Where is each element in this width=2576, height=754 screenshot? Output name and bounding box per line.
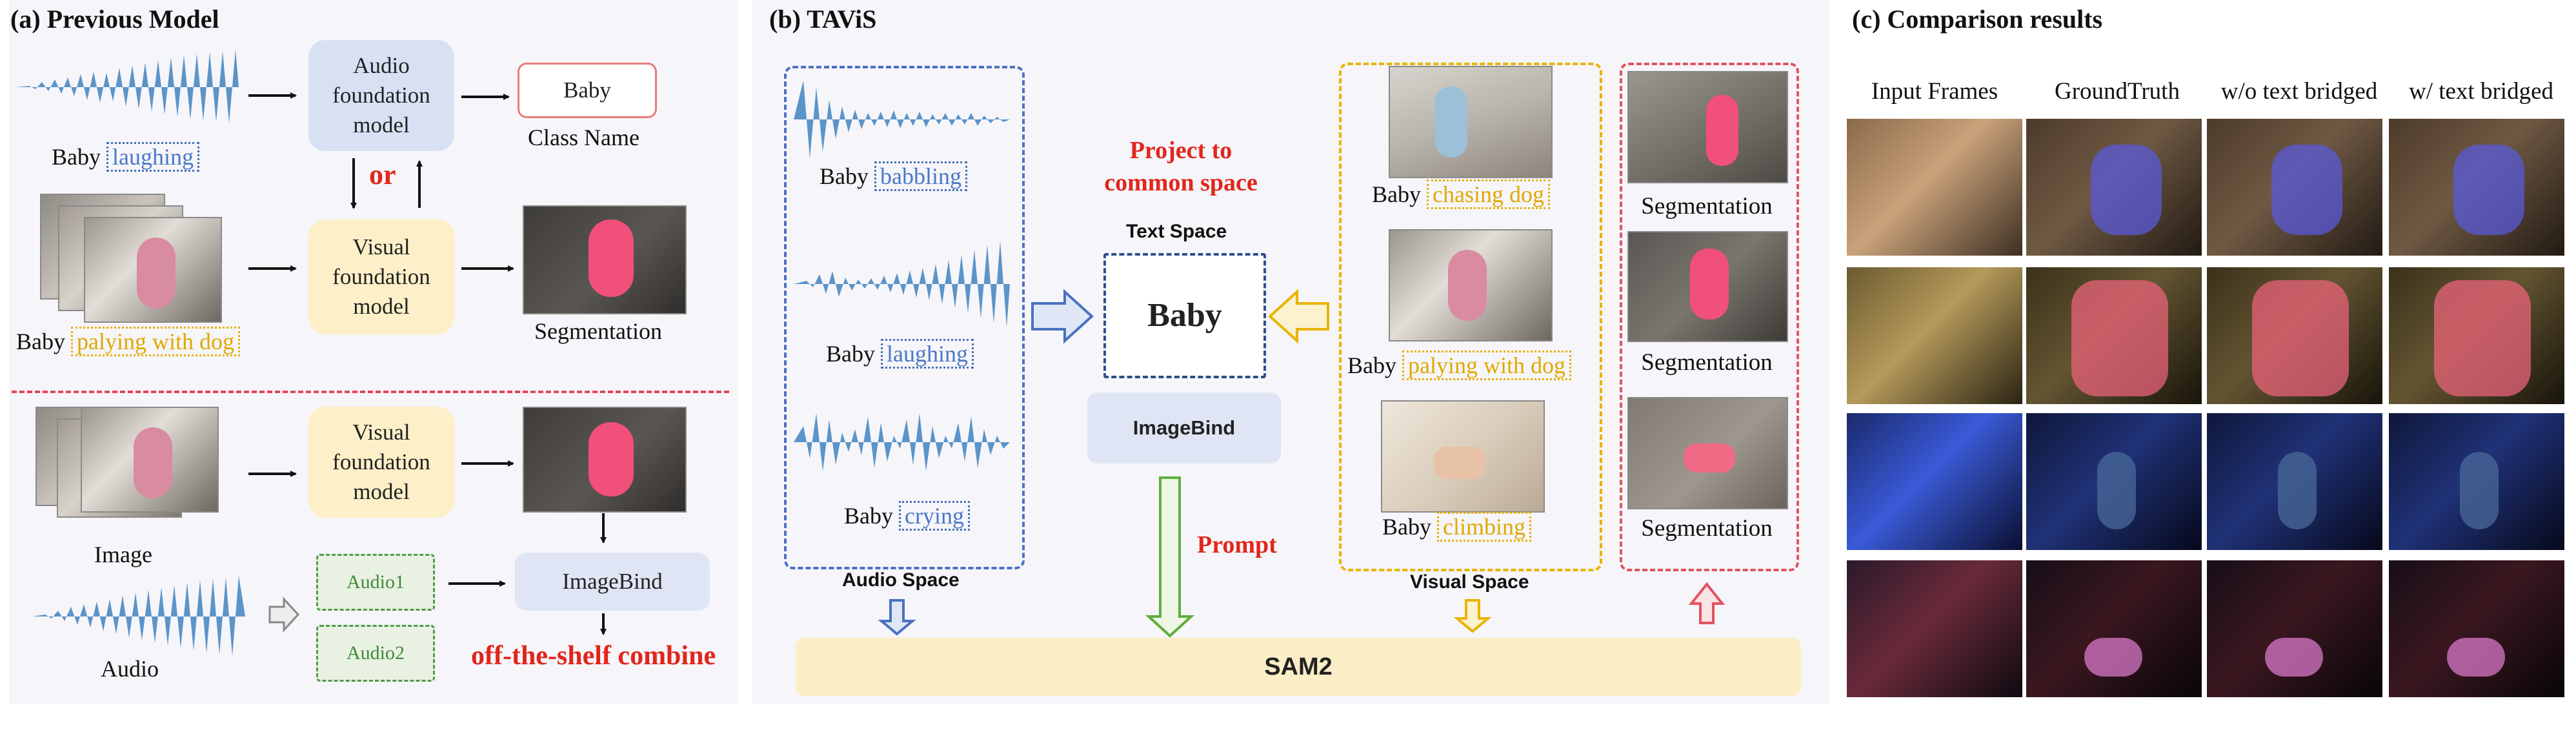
class-name-box: Baby	[518, 63, 657, 118]
audio2-box: Audio2	[316, 625, 435, 682]
segmentation-mask	[2091, 145, 2162, 235]
comparison-cell-r2-c1	[1847, 267, 2022, 404]
segmentation-mask	[2071, 280, 2168, 396]
sam2-box: SAM2	[796, 638, 1801, 696]
video-frame-front	[84, 217, 222, 323]
segmentation-mask	[2447, 638, 2505, 677]
comparison-cell-r4-c3	[2207, 560, 2382, 697]
segmentation-caption-top: Segmentation	[534, 318, 662, 344]
audio1-box: Audio1	[316, 554, 435, 611]
image-frame-front	[81, 407, 219, 513]
segmentation-mask	[2453, 145, 2524, 235]
visual-item-chasing: Baby chasing dog	[1372, 179, 1550, 209]
segmentation-mask	[2271, 145, 2342, 235]
col-header-input: Input Frames	[1871, 78, 1998, 105]
audio-item-babbling: Baby babbling	[820, 161, 967, 191]
panel-a-arrows	[248, 92, 607, 635]
seg-frame-2	[1627, 231, 1788, 342]
audio-item-laughing: Baby laughing	[826, 339, 974, 369]
visual-space-box	[1339, 63, 1602, 571]
audio-caption: Audio	[101, 656, 159, 682]
waveform-laughing-icon	[794, 241, 1010, 327]
audio-waveform-bottom-icon	[32, 576, 245, 656]
panel-a-divider	[12, 391, 729, 393]
col-header-groundtruth: GroundTruth	[2055, 78, 2180, 105]
visual-frame-chasing	[1389, 66, 1553, 178]
segmentation-mask	[2252, 280, 2349, 396]
audio-space-label: Audio Space	[842, 569, 960, 591]
project-label: Project to common space	[1104, 137, 1258, 196]
waveform-crying-icon	[794, 413, 1010, 471]
audio-space-box	[784, 66, 1025, 569]
waveform-babbling-icon	[794, 81, 1010, 158]
col-header-with: w/ text bridged	[2408, 78, 2553, 105]
off-the-shelf-label: off-the-shelf combine	[471, 641, 716, 671]
col-header-without: w/o text bridged	[2220, 78, 2378, 105]
comparison-cell-r3-c1	[1847, 413, 2022, 550]
text-space-box: Baby	[1103, 253, 1266, 378]
audio-highlight: laughing	[106, 142, 199, 172]
segmentation-mask	[2084, 638, 2142, 677]
audio-waveform-icon	[16, 50, 239, 123]
segmentation-mask	[2434, 280, 2531, 396]
text-space-label: Text Space	[1126, 221, 1227, 242]
seg-frame-3	[1627, 397, 1788, 509]
audio-foundation-model: Audio foundation model	[308, 40, 454, 151]
comparison-cell-r1-c1	[1847, 119, 2022, 256]
visual-frame-playing	[1389, 229, 1553, 341]
seg-label-2: Segmentation	[1641, 349, 1773, 376]
comparison-cell-r4-c4	[2389, 560, 2564, 697]
imagebind-box-b: ImageBind	[1087, 392, 1281, 464]
panel-b-arrows	[878, 289, 1726, 638]
segmentation-mask	[2265, 638, 2323, 677]
panel-b-title: (b) TAViS	[769, 5, 877, 34]
visual-item-playing: Baby palying with dog	[1347, 351, 1571, 380]
comparison-cell-r4-c1	[1847, 560, 2022, 697]
visual-foundation-model-2: Visual foundation model	[308, 407, 454, 518]
panel-c-title: (c) Comparison results	[1852, 5, 2103, 34]
segmentation-output-bottom	[523, 407, 687, 513]
visual-space-label: Visual Space	[1410, 571, 1529, 593]
seg-label-3: Segmentation	[1641, 515, 1773, 542]
class-name-caption: Class Name	[528, 125, 639, 150]
seg-frame-1	[1627, 71, 1788, 183]
segmentation-output-top	[523, 205, 687, 314]
comparison-cell-r4-c2	[2026, 560, 2202, 697]
visual-foundation-model: Visual foundation model	[308, 219, 454, 334]
segmentation-mask	[2097, 452, 2136, 529]
imagebind-box-a: ImageBind	[515, 553, 710, 611]
visual-frame-climbing	[1381, 400, 1545, 513]
segmentation-box	[1620, 63, 1799, 571]
visual-item-climbing: Baby climbing	[1382, 512, 1531, 542]
prompt-label: Prompt	[1197, 531, 1277, 558]
image-caption: Image	[94, 542, 152, 567]
panel-a-title: (a) Previous Model	[10, 5, 219, 34]
seg-label-1: Segmentation	[1641, 193, 1773, 219]
video-label: Baby palying with dog	[16, 327, 240, 356]
or-label: or	[369, 159, 396, 190]
segmentation-mask	[2278, 452, 2317, 529]
segmentation-mask	[2460, 452, 2499, 529]
audio-label: Baby laughing	[52, 142, 199, 172]
video-highlight: palying with dog	[71, 327, 240, 356]
audio-item-crying: Baby crying	[844, 501, 970, 531]
